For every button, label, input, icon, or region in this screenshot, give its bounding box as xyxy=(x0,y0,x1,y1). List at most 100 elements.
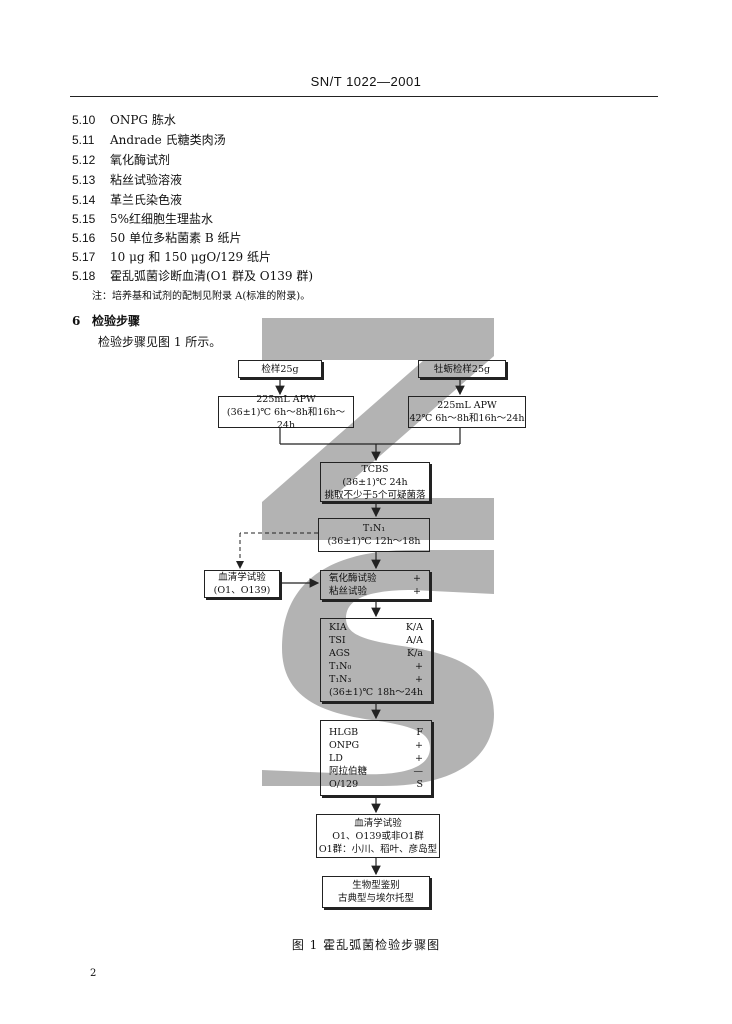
tcbs-line2: (36±1)℃ 24h xyxy=(342,476,408,488)
apw-box-right: 225mL APW 42℃ 6h～8h和16h～24h xyxy=(408,396,526,428)
serology-main-line2: O1、O139或非O1群 xyxy=(332,830,424,842)
test-result: S xyxy=(416,778,423,790)
test-name: O/129 xyxy=(329,778,359,790)
header-rule xyxy=(70,96,658,97)
test-result: + xyxy=(415,739,423,751)
test-result: + xyxy=(415,752,423,764)
standard-header: SN/T 1022—2001 xyxy=(310,74,422,89)
tcbs-line1: TCBS xyxy=(361,463,389,475)
test-result: + xyxy=(413,586,421,597)
apw-box-left: 225mL APW (36±1)℃ 6h～8h和16h～24h xyxy=(218,393,354,431)
figure-caption: 图 1 霍乱弧菌检验步骤图 xyxy=(291,938,441,952)
test-name: KIA xyxy=(329,622,347,633)
reagent-label: ONPG 胨水 xyxy=(110,113,176,127)
biotype-line1: 生物型鉴别 xyxy=(352,880,400,891)
apw-right-line1: 225mL APW xyxy=(437,400,497,411)
reagent-label: 5%红细胞生理盐水 xyxy=(110,212,214,226)
reagent-item: 5.13 粘丝试验溶液 xyxy=(72,172,182,188)
test-name: ONPG xyxy=(329,739,360,751)
apw-left-line2: (36±1)℃ 6h～8h和16h～24h xyxy=(226,406,346,431)
hlgb-row: HLGB F xyxy=(321,726,431,739)
test-result: 18h～24h xyxy=(377,687,423,698)
test-name: 阿拉伯糖 xyxy=(329,765,368,777)
hlgb-row: O/129 S xyxy=(321,778,431,791)
reagent-label: 10 μg 和 150 μgO/129 纸片 xyxy=(110,250,271,264)
test-name: HLGB xyxy=(329,726,359,738)
test-name: LD xyxy=(329,752,343,764)
intro-text: 检验步骤见图 1 所示。 xyxy=(98,335,222,349)
reagent-label: 50 单位多粘菌素 B 纸片 xyxy=(110,231,242,245)
test-name: (36±1)℃ xyxy=(329,687,374,698)
reagent-num: 5.18 xyxy=(72,269,96,283)
reagent-num: 5.11 xyxy=(72,133,95,147)
reagent-num: 5.14 xyxy=(72,193,96,207)
reagent-num: 5.15 xyxy=(72,212,96,226)
sample-left-label: 检样25g xyxy=(261,363,299,375)
sample-box-left: 检样25g xyxy=(238,360,322,378)
hlgb-box: HLGB F ONPG + LD + 阿拉伯糖 — O/129 S xyxy=(320,720,432,796)
reagent-num: 5.16 xyxy=(72,231,96,245)
hlgb-row: 阿拉伯糖 — xyxy=(321,765,431,778)
test-name: 氧化酶试验 xyxy=(329,573,377,584)
test-result: K/a xyxy=(407,648,423,659)
test-result: — xyxy=(413,765,424,777)
section-heading: 6 检验步骤 xyxy=(72,312,140,329)
reagent-item: 5.12 氧化酶试剂 xyxy=(72,152,170,168)
test-name: AGS xyxy=(329,648,350,659)
reagent-label: 革兰氏染色液 xyxy=(110,193,183,207)
oxidase-box: 氧化酶试验 + 粘丝试验 + xyxy=(320,570,430,600)
test-name: 粘丝试验 xyxy=(329,586,368,597)
sample-box-right: 牡蛎检样25g xyxy=(418,360,506,378)
kia-row: T₁N₃ + xyxy=(321,673,431,686)
oxidase-row: 氧化酶试验 + xyxy=(321,572,429,585)
serology-main-line3: O1群：小川、稻叶、彦岛型 xyxy=(318,843,438,855)
section-number: 6 xyxy=(72,314,81,328)
reagent-label: 粘丝试验溶液 xyxy=(110,173,183,187)
serology-side-line1: 血清学试验 xyxy=(218,572,266,583)
biotype-line2: 古典型与埃尔托型 xyxy=(337,893,414,904)
test-result: K/A xyxy=(405,622,423,633)
oxidase-row: 粘丝试验 + xyxy=(321,585,429,598)
note-text: 注：培养基和试剂的配制见附录 A(标准的附录)。 xyxy=(92,291,311,302)
reagent-item: 5.18 霍乱弧菌诊断血清(O1 群及 O139 群) xyxy=(72,268,313,284)
reagent-label: 氧化酶试剂 xyxy=(110,153,171,167)
apw-right-line2: 42℃ 6h～8h和16h～24h xyxy=(409,413,525,424)
serology-side-line2: (O1、O139) xyxy=(213,585,271,596)
biotype-box: 生物型鉴别 古典型与埃尔托型 xyxy=(322,876,430,908)
serology-main-line1: 血清学试验 xyxy=(354,817,402,829)
reagent-num: 5.17 xyxy=(72,250,96,264)
test-result: + xyxy=(413,573,421,584)
t1n1-line1: T₁N₁ xyxy=(362,523,386,534)
test-name: T₁N₀ xyxy=(329,661,352,672)
reagent-item: 5.17 10 μg 和 150 μgO/129 纸片 xyxy=(72,249,271,265)
t1n1-line2: (36±1)℃ 12h～18h xyxy=(327,536,421,547)
serology-main-box: 血清学试验 O1、O139或非O1群 O1群：小川、稻叶、彦岛型 xyxy=(316,814,440,858)
kia-row: KIA K/A xyxy=(321,621,431,634)
kia-row: T₁N₀+ xyxy=(321,660,431,673)
reagent-num: 5.13 xyxy=(72,173,96,187)
test-name: T₁N₃ xyxy=(329,674,352,685)
test-result: F xyxy=(416,726,423,738)
reagent-item: 5.15 5%红细胞生理盐水 xyxy=(72,211,213,227)
reagent-label: Andrade 氏糖类肉汤 xyxy=(110,133,226,147)
test-name: TSI xyxy=(329,635,346,646)
apw-left-line1: 225mL APW xyxy=(256,393,316,405)
kia-box: KIA K/A TSI A/A AGS K/a T₁N₀+ T₁N₃ + (36±1)℃… xyxy=(320,618,432,702)
reagent-item: 5.14 革兰氏染色液 xyxy=(72,192,182,208)
reagent-label: 霍乱弧菌诊断血清(O1 群及 O139 群) xyxy=(110,269,314,283)
tcbs-box: TCBS (36±1)℃ 24h 挑取不少于5个可疑菌落 xyxy=(320,462,430,502)
reagent-num: 5.12 xyxy=(72,153,96,167)
section-title: 检验步骤 xyxy=(92,314,141,328)
hlgb-row: ONPG + xyxy=(321,739,431,752)
reagent-item: 5.16 50 单位多粘菌素 B 纸片 xyxy=(72,230,242,246)
kia-row: TSI A/A xyxy=(321,634,431,647)
sample-right-label: 牡蛎检样25g xyxy=(433,363,491,375)
test-result: A/A xyxy=(406,635,423,646)
test-result: + xyxy=(415,674,423,685)
hlgb-row: LD + xyxy=(321,752,431,765)
kia-row: AGS K/a xyxy=(321,647,431,660)
reagent-item: 5.11 Andrade 氏糖类肉汤 xyxy=(72,132,226,148)
serology-side-box: 血清学试验 (O1、O139) xyxy=(204,570,280,598)
